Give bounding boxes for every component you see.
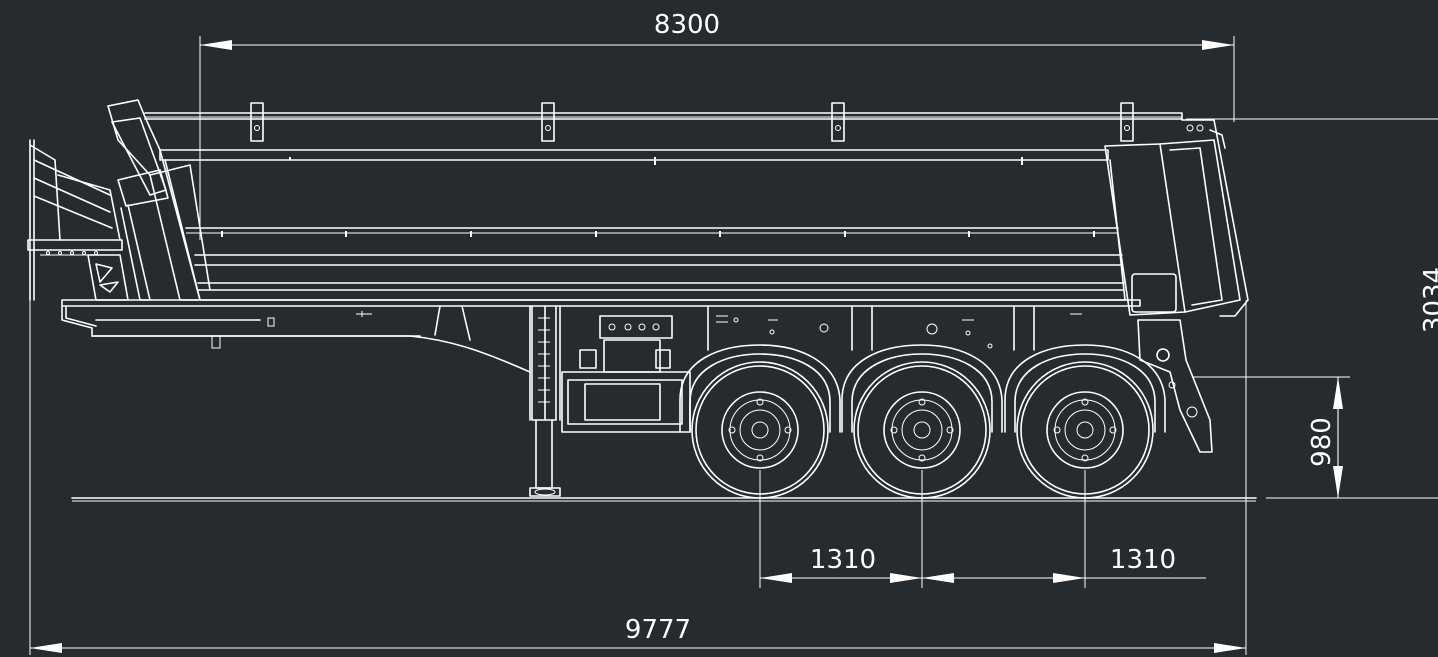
ground-line — [71, 497, 1257, 502]
coupling-height-label: 980 — [1307, 417, 1337, 467]
chassis-frame — [61, 299, 1213, 453]
landing-leg — [529, 305, 561, 497]
wheel-axle-1 — [679, 344, 841, 499]
front-platform — [27, 139, 129, 301]
dimension-overall-length: 9777 — [29, 300, 1247, 655]
dimension-coupling-height: 980 — [1192, 376, 1350, 498]
overall-height-label: 3034 — [1419, 267, 1438, 333]
dimension-body-length: 8300 — [199, 10, 1235, 240]
axle-spacing-1-label: 1310 — [810, 545, 876, 575]
wheel-axle-2 — [841, 344, 1003, 499]
axle-spacing-2-label: 1310 — [1110, 545, 1176, 575]
dimension-axle-spacing: 1310 1310 — [759, 470, 1206, 588]
rail-clip — [250, 102, 1134, 142]
wheel-axle-3 — [1004, 344, 1166, 499]
dimension-overall-height: 3034 — [1186, 118, 1438, 499]
body-length-label: 8300 — [654, 10, 720, 40]
tipper-body — [107, 99, 1249, 317]
overall-length-label: 9777 — [625, 615, 691, 645]
